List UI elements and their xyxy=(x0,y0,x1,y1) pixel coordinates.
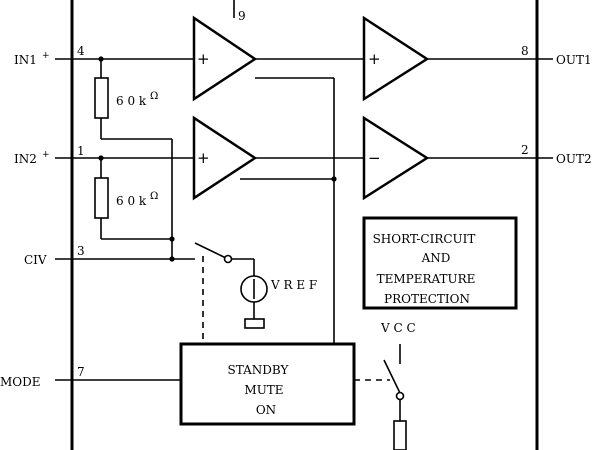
out1-label: OUT1 xyxy=(556,53,592,67)
resistor-2 xyxy=(94,177,109,219)
resistor-1 xyxy=(94,77,109,119)
pin-3-label: 3 xyxy=(77,244,85,258)
civ-switch-contact xyxy=(223,254,233,264)
vcc-switch-contact xyxy=(395,391,405,401)
standby-line-1: STANDBY xyxy=(228,363,290,377)
protection-line-3: TEMPERATURE xyxy=(377,272,476,286)
in2-polarity: + xyxy=(42,150,50,160)
vcc-label: V C C xyxy=(380,321,416,335)
pin-4-label: 4 xyxy=(77,44,85,58)
in2-label: IN2 xyxy=(14,152,37,166)
protection-line-2: AND xyxy=(421,251,451,265)
protection-box xyxy=(362,216,518,310)
vcc-switch-arm xyxy=(383,359,401,394)
resistor-1-value: 6 0 k xyxy=(116,94,147,108)
junction-in2 xyxy=(98,155,104,161)
in1-polarity: + xyxy=(42,51,50,61)
amp1-plus-sign: + xyxy=(197,50,210,68)
junction-in1 xyxy=(98,56,104,62)
mode-label: MODE xyxy=(0,375,41,389)
standby-line-2: MUTE xyxy=(244,383,283,397)
pin-7-label: 7 xyxy=(77,365,85,379)
civ-switch-arm xyxy=(194,242,229,260)
vref-ground xyxy=(244,318,265,329)
resistor-2-value: 6 0 k xyxy=(116,194,147,208)
resistor-1-unit: Ω xyxy=(150,91,158,102)
standby-line-3: ON xyxy=(256,403,276,417)
pin-9-label: 9 xyxy=(238,9,246,23)
protection-line-4: PROTECTION xyxy=(384,292,470,306)
amp2-plus-sign: + xyxy=(197,149,210,167)
resistor-2-unit: Ω xyxy=(150,191,158,202)
amplifier-2 xyxy=(192,115,258,201)
pin-1-label: 1 xyxy=(77,144,85,158)
in1-label: IN1 xyxy=(14,53,37,67)
amplifier-1 xyxy=(192,15,258,102)
amp4-minus-sign: − xyxy=(368,149,381,167)
civ-label: CIV xyxy=(24,253,47,267)
junction-r2-civ xyxy=(169,236,175,242)
vcc-load xyxy=(393,420,407,450)
pin-8-label: 8 xyxy=(521,44,529,58)
standby-mute-box xyxy=(179,342,356,426)
amp3-plus-sign: + xyxy=(368,50,381,68)
vref-label: V R E F xyxy=(270,278,317,292)
pin-2-label: 2 xyxy=(521,143,529,157)
out2-label: OUT2 xyxy=(556,152,592,166)
junction-civ xyxy=(169,256,175,262)
protection-line-1: SHORT-CIRCUIT xyxy=(373,232,476,246)
